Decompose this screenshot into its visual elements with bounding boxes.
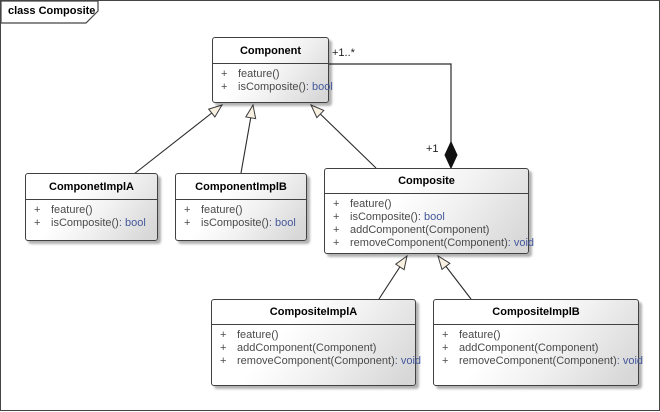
class-component-impl-b[interactable]: ComponentImplB +feature()+isComposite():…: [175, 173, 307, 241]
frame-tab-label: class Composite: [8, 5, 96, 17]
operation-row: +addComponent(Component): [333, 224, 490, 236]
operation-row: +feature(): [184, 204, 243, 216]
operation-row: +feature(): [220, 329, 279, 341]
multiplicity-label-composite-end: +1: [426, 143, 439, 155]
operations-list: +feature()+addComponent(Component)+remov…: [434, 325, 644, 368]
operation-row: +feature(): [333, 198, 392, 210]
multiplicity-label-component-end: +1..*: [332, 47, 355, 59]
generalization-composite-impl-a-to-composite[interactable]: [378, 254, 408, 300]
operation-row: +removeComponent(Component): void: [333, 237, 535, 249]
operation-row: +feature(): [221, 68, 280, 80]
generalization-composite-impl-b-to-composite[interactable]: [437, 254, 472, 300]
operation-row: +isComposite(): bool: [221, 81, 333, 93]
class-name: CompositeImplA: [212, 300, 415, 325]
operation-row: +isComposite(): bool: [184, 217, 296, 229]
operation-row: +feature(): [442, 329, 501, 341]
operation-row: +addComponent(Component): [442, 342, 599, 354]
operations-list: +feature()+isComposite(): bool+addCompon…: [325, 194, 535, 250]
composition-diamond-icon[interactable]: [444, 140, 458, 170]
operations-list: +feature()+isComposite(): bool: [176, 200, 306, 230]
class-component[interactable]: Component +feature()+isComposite(): bool: [212, 37, 333, 103]
operation-row: +isComposite(): bool: [34, 217, 146, 229]
class-name: ComponentImplB: [176, 174, 306, 200]
class-name: Component: [213, 38, 328, 64]
class-componet-impl-a[interactable]: ComponetImplA +feature()+isComposite(): …: [25, 173, 158, 241]
class-composite-impl-a[interactable]: CompositeImplA +feature()+addComponent(C…: [211, 299, 422, 386]
operation-row: +isComposite(): bool: [333, 211, 445, 223]
generalization-componet-impl-a-to-component[interactable]: [133, 104, 224, 175]
generalization-composite-to-component[interactable]: [309, 104, 377, 169]
generalization-component-impl-b-to-component[interactable]: [240, 103, 257, 174]
operation-row: +removeComponent(Component): void: [220, 355, 422, 367]
composition-line-composite-to-component[interactable]: [329, 63, 452, 143]
class-name: ComponetImplA: [26, 174, 157, 200]
operations-list: +feature()+isComposite(): bool: [213, 64, 333, 94]
operations-list: +feature()+isComposite(): bool: [26, 200, 157, 230]
class-composite-impl-b[interactable]: CompositeImplB +feature()+addComponent(C…: [433, 299, 644, 386]
frame-tab-shape-icon: [0, 0, 99, 24]
operation-row: +removeComponent(Component): void: [442, 355, 644, 367]
operations-list: +feature()+addComponent(Component)+remov…: [212, 325, 422, 368]
frame-tab: class Composite: [0, 0, 101, 25]
class-composite[interactable]: Composite +feature()+isComposite(): bool…: [324, 168, 535, 254]
operation-row: +addComponent(Component): [220, 342, 377, 354]
operation-row: +feature(): [34, 204, 93, 216]
class-name: Composite: [325, 169, 528, 194]
class-name: CompositeImplB: [434, 300, 638, 325]
